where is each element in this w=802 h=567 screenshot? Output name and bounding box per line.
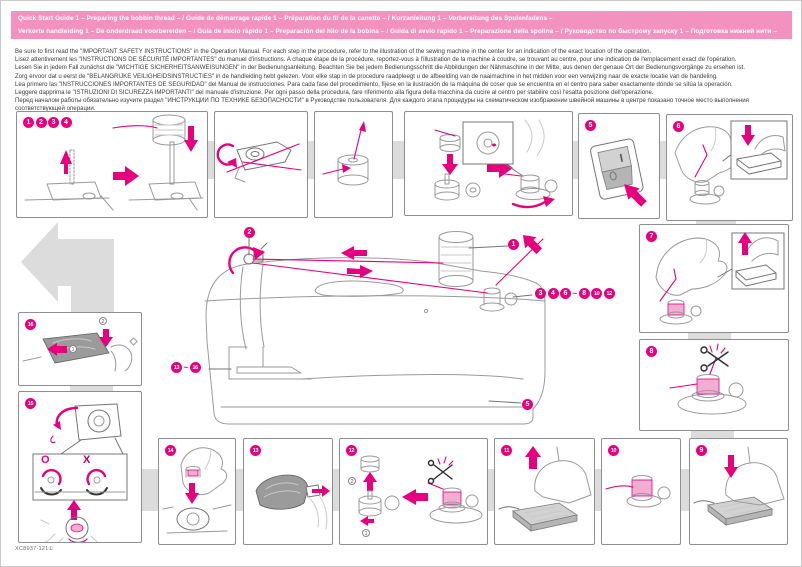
spool-pin-illustration <box>24 114 204 211</box>
callout-badge-4: 4 <box>547 288 559 299</box>
panel-step-16-close-cover: 16 1 2 <box>18 312 142 386</box>
correct-mark: O <box>41 454 50 466</box>
winder-shaft-illustration <box>434 119 558 209</box>
step-badge-4: 4 <box>60 117 72 128</box>
connector <box>658 141 666 179</box>
wound-bobbin-illustration <box>605 475 671 508</box>
intro-line-ru: Перед началом работы обязательно изучите… <box>15 97 749 113</box>
callout-badge-1: 1 <box>508 239 519 250</box>
step-badge-11: 11 <box>501 445 512 456</box>
callout-badge-16: 16 <box>189 362 201 373</box>
bobbin-thread-illustration <box>322 121 369 186</box>
callout-separator-left: ~ <box>183 363 189 372</box>
panel-step-3-bobbin-thread <box>314 111 393 218</box>
panel-step-2-thread-guide <box>214 111 308 218</box>
step-badge-5: 5 <box>585 120 596 131</box>
connector <box>206 141 214 179</box>
panel-step-14-insert-bobbin: 14 <box>158 438 236 545</box>
flow-arrow-left <box>21 222 114 312</box>
callout-separator: ~ <box>572 289 578 298</box>
callout-badge-3: 3 <box>535 288 546 299</box>
connector <box>140 469 158 511</box>
connector <box>688 331 731 340</box>
step-badge-12: 12 <box>346 445 357 456</box>
intro-line-it: Leggere dapprima le "ISTRUZIONI DI SICUR… <box>15 89 654 97</box>
intro-line-es: Lea primero las "INSTRUCCIONES IMPORTANT… <box>15 80 733 88</box>
power-switch-illustration <box>590 138 647 207</box>
panel-step-13-bobbin-cover: 13 <box>243 438 333 545</box>
step-badge-7: 7 <box>646 231 657 242</box>
panel-step-4-winder-shaft <box>404 111 573 216</box>
panel-badges-1-4: 1 2 3 4 <box>23 117 72 128</box>
panel-step-5-power-switch: 5 <box>578 113 660 219</box>
cut-thread-illustration <box>669 343 747 415</box>
hold-thread-press-pedal-illustration <box>674 120 788 205</box>
panel-step-11-release-pedal: 11 <box>494 438 595 545</box>
panel-step-8-cut-thread: 8 <box>639 339 789 431</box>
panel-step-7-stop-winding: 7 <box>639 224 789 333</box>
connector <box>691 428 734 439</box>
step-badge-2: 2 <box>35 117 47 128</box>
incorrect-mark: X <box>83 454 91 466</box>
part-number: XC8937-121① <box>15 546 54 552</box>
callout-badge-8: 8 <box>578 288 590 299</box>
substep-1-circle: 1 <box>362 529 370 537</box>
connector <box>70 383 113 391</box>
step-badge-8: 8 <box>646 346 657 357</box>
callout-group-right: 3 4 6 ~ 8 10 12 <box>535 288 615 299</box>
callout-badge-2: 2 <box>244 227 255 238</box>
step-badge-14: 14 <box>165 445 176 456</box>
close-cover-illustration <box>22 329 138 372</box>
thread-guide-illustration <box>216 141 302 183</box>
intro-line-fr: Lisez attentivement les "INSTRUCTIONS DE… <box>15 56 737 64</box>
header-line-2: Verkorte handleiding 1 – De onderdraad v… <box>18 28 777 35</box>
callout-badge-12: 12 <box>603 288 615 299</box>
substep-2-circle: 2 <box>99 317 107 325</box>
insert-bobbin-illustration <box>162 447 232 534</box>
connector <box>571 141 578 179</box>
intro-line-en: Be sure to first read the "IMPORTANT SAF… <box>15 48 652 55</box>
substep-2-circle: 2 <box>348 477 356 485</box>
panel-steps-1-4: 1 2 3 4 <box>16 111 208 218</box>
callout-badge-10: 10 <box>591 288 603 299</box>
connector <box>306 141 314 179</box>
intro-line-nl: Zorg ervoor dat u eerst de "BELANGRIJKE … <box>15 72 718 80</box>
callout-badge-13: 13 <box>171 362 182 373</box>
connector <box>486 469 494 511</box>
substep-1-circle: 1 <box>69 345 77 353</box>
panel-step-12-remove-bobbin: 12 2 1 <box>339 438 488 545</box>
callout-group-left: 13 ~ 16 <box>171 362 201 373</box>
connector <box>234 469 243 511</box>
release-pedal-illustration <box>655 232 785 325</box>
connector <box>696 216 736 226</box>
step-badge-1: 1 <box>23 117 34 128</box>
foot-press-pedal-illustration <box>693 446 785 526</box>
step-badge-16: 16 <box>25 319 36 330</box>
sewing-machine-illustration <box>204 231 546 425</box>
callout-badge-5: 5 <box>522 399 533 410</box>
foot-release-pedal-illustration <box>498 446 592 532</box>
step-badge-3: 3 <box>48 117 59 128</box>
panel-step-10-wound-bobbin: 10 <box>601 438 681 545</box>
step-badge-15: 15 <box>25 398 36 409</box>
connector <box>593 469 601 511</box>
step-badge-13: 13 <box>250 445 261 456</box>
panel-step-6-start-winding: 6 <box>666 114 793 221</box>
panel-step-9-press-pedal: 9 <box>689 438 788 545</box>
remove-bobbin-illustration <box>358 455 483 526</box>
connector <box>391 141 404 179</box>
connector <box>331 469 339 511</box>
step-badge-10: 10 <box>608 445 619 456</box>
panel-step-15-thread-bobbin-case: 15 O X <box>18 391 142 543</box>
connector <box>679 469 689 511</box>
intro-line-de: Lesen Sie in jedem Fall zunächst die "WI… <box>15 64 745 72</box>
intro-text: Be sure to first read the "IMPORTANT SAF… <box>15 48 793 114</box>
step-badge-9: 9 <box>696 445 707 456</box>
bobbin-cover-illustration <box>255 474 330 530</box>
step-badge-6: 6 <box>673 121 684 132</box>
thread-direction-illustration <box>32 403 128 542</box>
header-banner: Quick Start Guide 1 – Preparing the bobb… <box>11 11 792 39</box>
header-line-1: Quick Start Guide 1 – Preparing the bobb… <box>18 15 553 22</box>
callout-badge-6: 6 <box>560 288 571 299</box>
